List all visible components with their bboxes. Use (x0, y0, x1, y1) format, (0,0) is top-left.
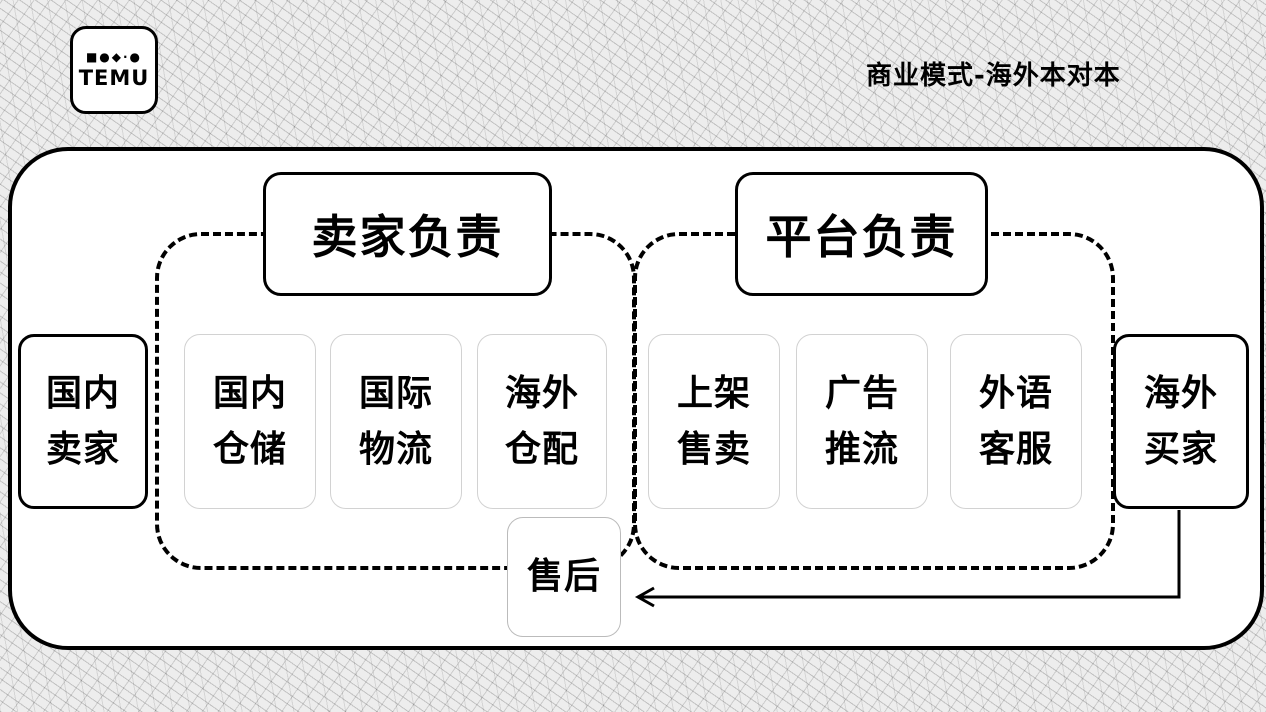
seller-step-overseas-warehouse: 海外 仓配 (477, 334, 607, 509)
step-label: 国内 仓储 (212, 372, 287, 470)
overseas-buyer-box: 海外 买家 (1113, 334, 1249, 509)
logo-decoration: ■●◆·● (85, 50, 143, 64)
domestic-seller-label: 国内 卖家 (45, 372, 120, 470)
seller-group-title: 卖家负责 (263, 172, 552, 296)
after-sales-box: 售后 (507, 517, 621, 637)
step-label: 国际 物流 (358, 372, 433, 470)
logo-text: TEMU (78, 66, 150, 90)
step-label: 广告 推流 (824, 372, 899, 470)
page-title: 商业模式-海外本对本 (866, 61, 1121, 91)
step-label: 上架 售卖 (676, 372, 751, 470)
platform-step-advertising: 广告 推流 (796, 334, 928, 509)
seller-step-domestic-warehousing: 国内 仓储 (184, 334, 316, 509)
platform-step-customer-service: 外语 客服 (950, 334, 1082, 509)
step-label: 海外 仓配 (504, 372, 579, 470)
step-label: 外语 客服 (978, 372, 1053, 470)
seller-step-international-logistics: 国际 物流 (330, 334, 462, 509)
overseas-buyer-label: 海外 买家 (1143, 372, 1218, 470)
after-sales-label: 售后 (526, 556, 601, 597)
platform-group-title: 平台负责 (735, 172, 988, 296)
temu-logo: ■●◆·● TEMU (70, 26, 158, 114)
domestic-seller-box: 国内 卖家 (18, 334, 148, 509)
platform-step-listing: 上架 售卖 (648, 334, 780, 509)
